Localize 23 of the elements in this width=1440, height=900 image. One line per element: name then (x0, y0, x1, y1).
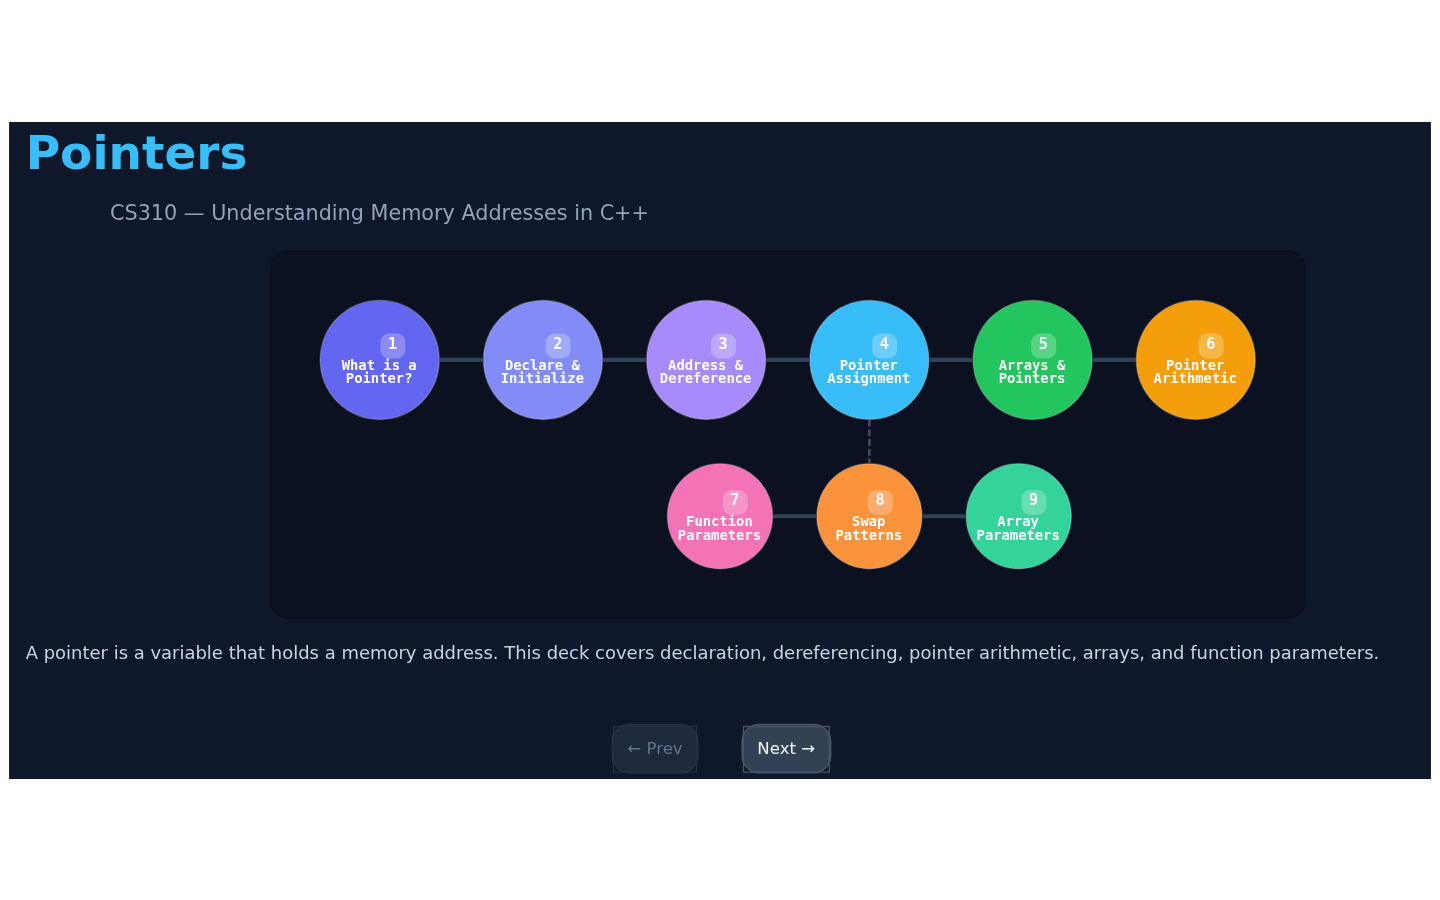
connector (439, 357, 484, 362)
connector (922, 513, 967, 518)
node-circle: 8 Swap Patterns (816, 462, 923, 569)
diagram-title: Pointers (25, 124, 248, 180)
node-circle: 9 Array Parameters (965, 462, 1072, 569)
node-circle: 1 What is a Pointer? (319, 299, 440, 420)
connector (1092, 357, 1137, 362)
node-circle: 3 Address & Dereference (646, 299, 767, 420)
label: Next → (757, 738, 816, 758)
connector (868, 419, 871, 464)
connector (929, 357, 973, 362)
node-circle: 6 Pointer Arithmetic (1135, 299, 1256, 420)
node-circle: 4 Pointer Assignment (809, 299, 930, 420)
node-circle: 7 Function Parameters (666, 462, 774, 569)
node-circle: 2 Declare & Initialize (482, 299, 604, 420)
label: CS310 — Understanding Memory Addresses in C++ (110, 200, 649, 225)
cluster (269, 249, 1306, 619)
connector (766, 357, 810, 362)
caption: A pointer is a variable that holds a memory address. This deck covers declaration, dereferencing, pointer arithmetic, arrays, and function parameters. (25, 641, 1380, 663)
connector (602, 357, 647, 362)
connector (773, 513, 817, 518)
label: ← Prev (627, 738, 683, 758)
node-circle: 5 Arrays & Pointers (972, 299, 1093, 420)
